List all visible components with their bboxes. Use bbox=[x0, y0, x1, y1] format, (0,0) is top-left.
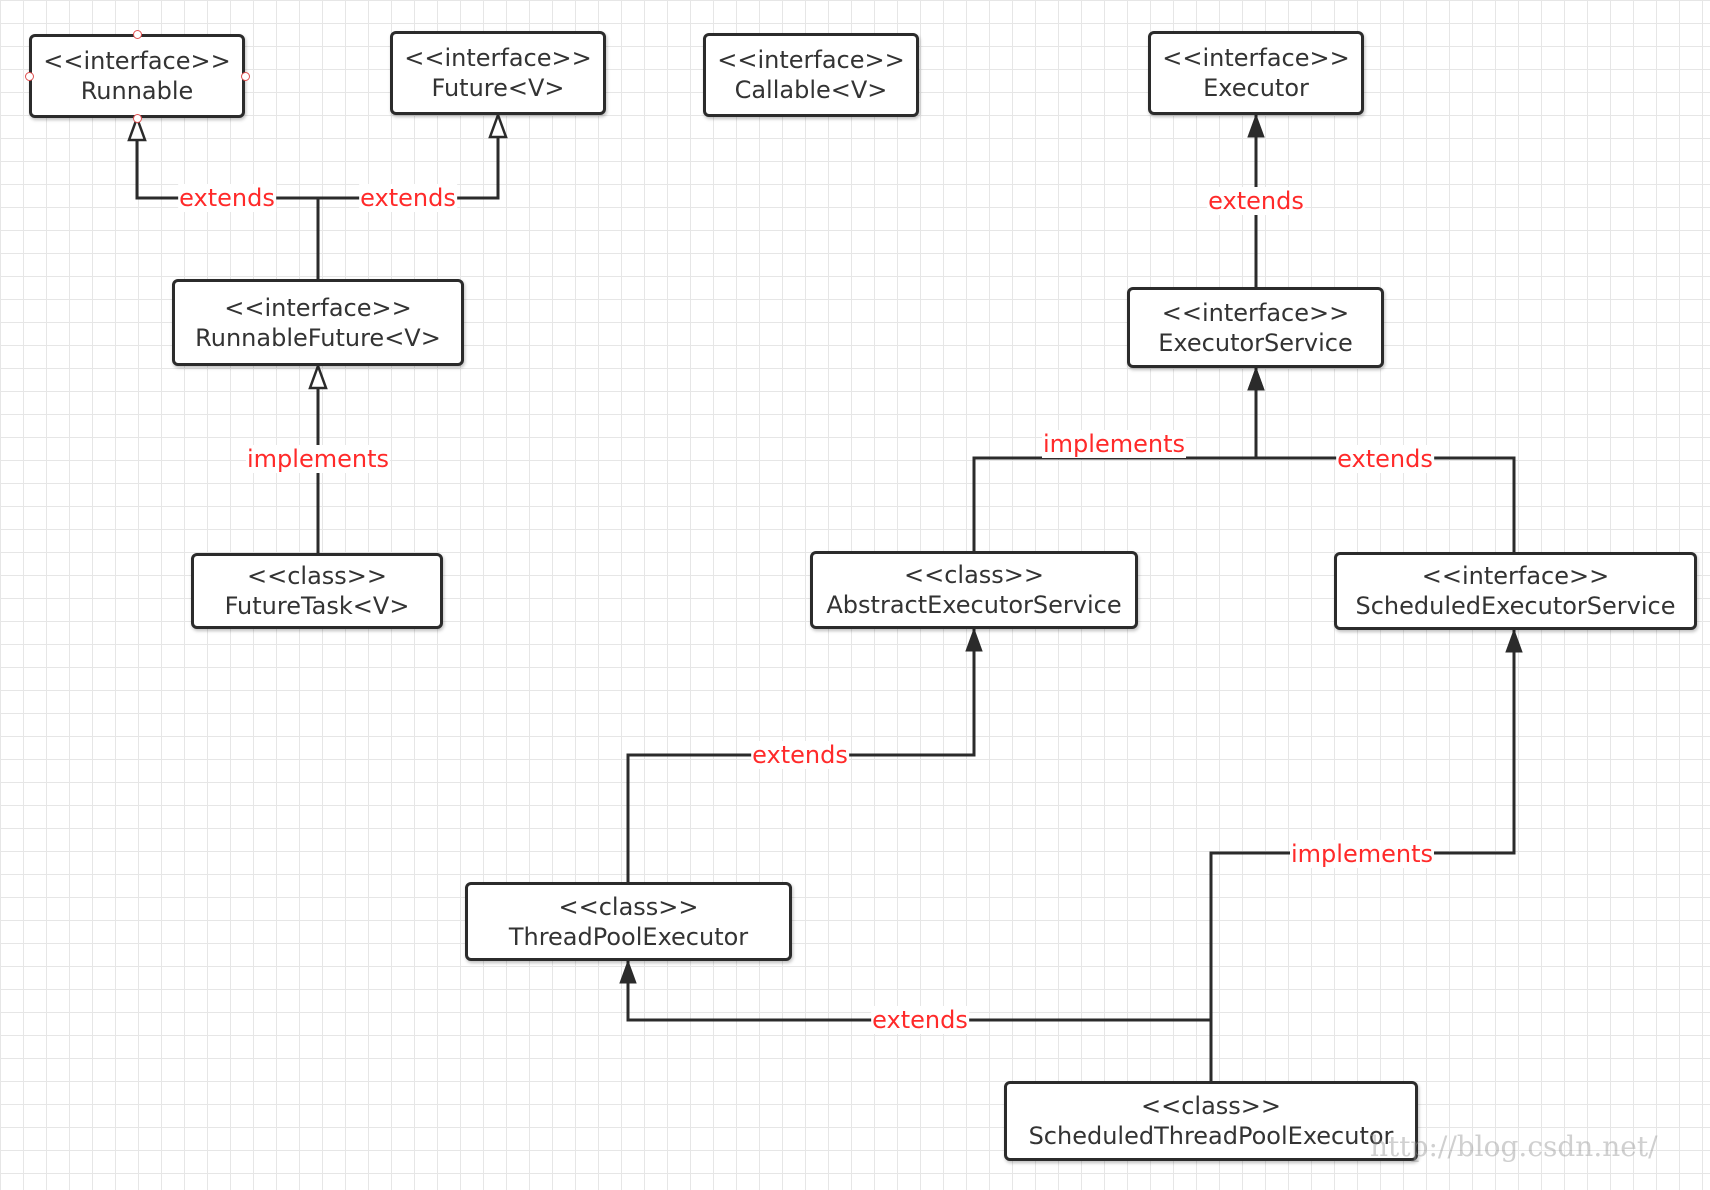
edge-label-rf-future: extends bbox=[359, 184, 457, 212]
node-name: Future<V> bbox=[431, 74, 565, 102]
node-stereotype: <<interface>> bbox=[43, 47, 231, 75]
node-scheduledthreadpoolexecutor[interactable]: <<class>>ScheduledThreadPoolExecutor bbox=[1004, 1081, 1418, 1161]
node-runnablefuture[interactable]: <<interface>>RunnableFuture<V> bbox=[172, 279, 464, 366]
edge-label-aes-es: implements bbox=[1042, 430, 1186, 458]
edge-label-ft-rf: implements bbox=[246, 445, 390, 473]
node-callable[interactable]: <<interface>>Callable<V> bbox=[703, 33, 919, 117]
filled-arrowhead-icon bbox=[1505, 628, 1523, 653]
node-name: Callable<V> bbox=[734, 76, 888, 104]
node-name: Executor bbox=[1203, 74, 1309, 102]
node-stereotype: <<class>> bbox=[903, 561, 1044, 589]
node-stereotype: <<interface>> bbox=[404, 44, 592, 72]
filled-arrowhead-icon bbox=[965, 627, 983, 652]
hollow-arrowhead-icon bbox=[127, 114, 147, 142]
node-executor[interactable]: <<interface>>Executor bbox=[1148, 31, 1364, 115]
edge-label-ses-es: extends bbox=[1336, 445, 1434, 473]
node-futuretask[interactable]: <<class>>FutureTask<V> bbox=[191, 553, 443, 629]
node-name: ThreadPoolExecutor bbox=[508, 922, 749, 951]
edge-label-stpe-tpe: extends bbox=[871, 1006, 969, 1034]
filled-arrowhead-icon bbox=[619, 959, 637, 984]
node-name: ScheduledThreadPoolExecutor bbox=[1028, 1122, 1394, 1150]
node-name: ExecutorService bbox=[1158, 328, 1353, 357]
node-stereotype: <<interface>> bbox=[224, 293, 412, 322]
filled-arrowhead-icon bbox=[1247, 113, 1265, 138]
edge-label-es-executor: extends bbox=[1207, 187, 1305, 215]
resize-handle[interactable] bbox=[132, 113, 142, 123]
node-name: AbstractExecutorService bbox=[826, 591, 1122, 619]
node-name: ScheduledExecutorService bbox=[1355, 592, 1676, 620]
watermark: http://blog.csdn.net/ bbox=[1370, 1130, 1658, 1163]
node-stereotype: <<interface>> bbox=[1162, 44, 1350, 72]
node-abstractexecutorservice[interactable]: <<class>>AbstractExecutorService bbox=[810, 551, 1138, 629]
edge-label-stpe-ses: implements bbox=[1290, 840, 1434, 868]
node-threadpoolexecutor[interactable]: <<class>>ThreadPoolExecutor bbox=[465, 882, 792, 961]
node-future[interactable]: <<interface>>Future<V> bbox=[390, 31, 606, 115]
hollow-arrowhead-icon bbox=[488, 111, 508, 139]
node-executorservice[interactable]: <<interface>>ExecutorService bbox=[1127, 287, 1384, 368]
node-stereotype: <<interface>> bbox=[717, 46, 905, 74]
node-name: Runnable bbox=[80, 77, 194, 105]
edge-label-rf-runnable: extends bbox=[178, 184, 276, 212]
resize-handle[interactable] bbox=[24, 71, 34, 81]
node-stereotype: <<interface>> bbox=[1161, 298, 1350, 327]
resize-handle[interactable] bbox=[240, 71, 250, 81]
node-runnable[interactable]: <<interface>>Runnable bbox=[29, 34, 245, 118]
node-scheduledexecutorservice[interactable]: <<interface>>ScheduledExecutorService bbox=[1334, 552, 1697, 630]
node-stereotype: <<class>> bbox=[1140, 1092, 1281, 1120]
node-stereotype: <<class>> bbox=[246, 562, 387, 590]
filled-arrowhead-icon bbox=[1247, 366, 1265, 391]
edge-aes-es[interactable] bbox=[972, 368, 1258, 551]
node-name: RunnableFuture<V> bbox=[195, 323, 441, 352]
node-name: FutureTask<V> bbox=[224, 592, 410, 620]
hollow-arrowhead-icon bbox=[308, 362, 328, 390]
resize-handle[interactable] bbox=[132, 29, 142, 39]
node-stereotype: <<class>> bbox=[558, 892, 699, 921]
node-stereotype: <<interface>> bbox=[1421, 562, 1610, 590]
edge-label-tpe-aes: extends bbox=[751, 741, 849, 769]
